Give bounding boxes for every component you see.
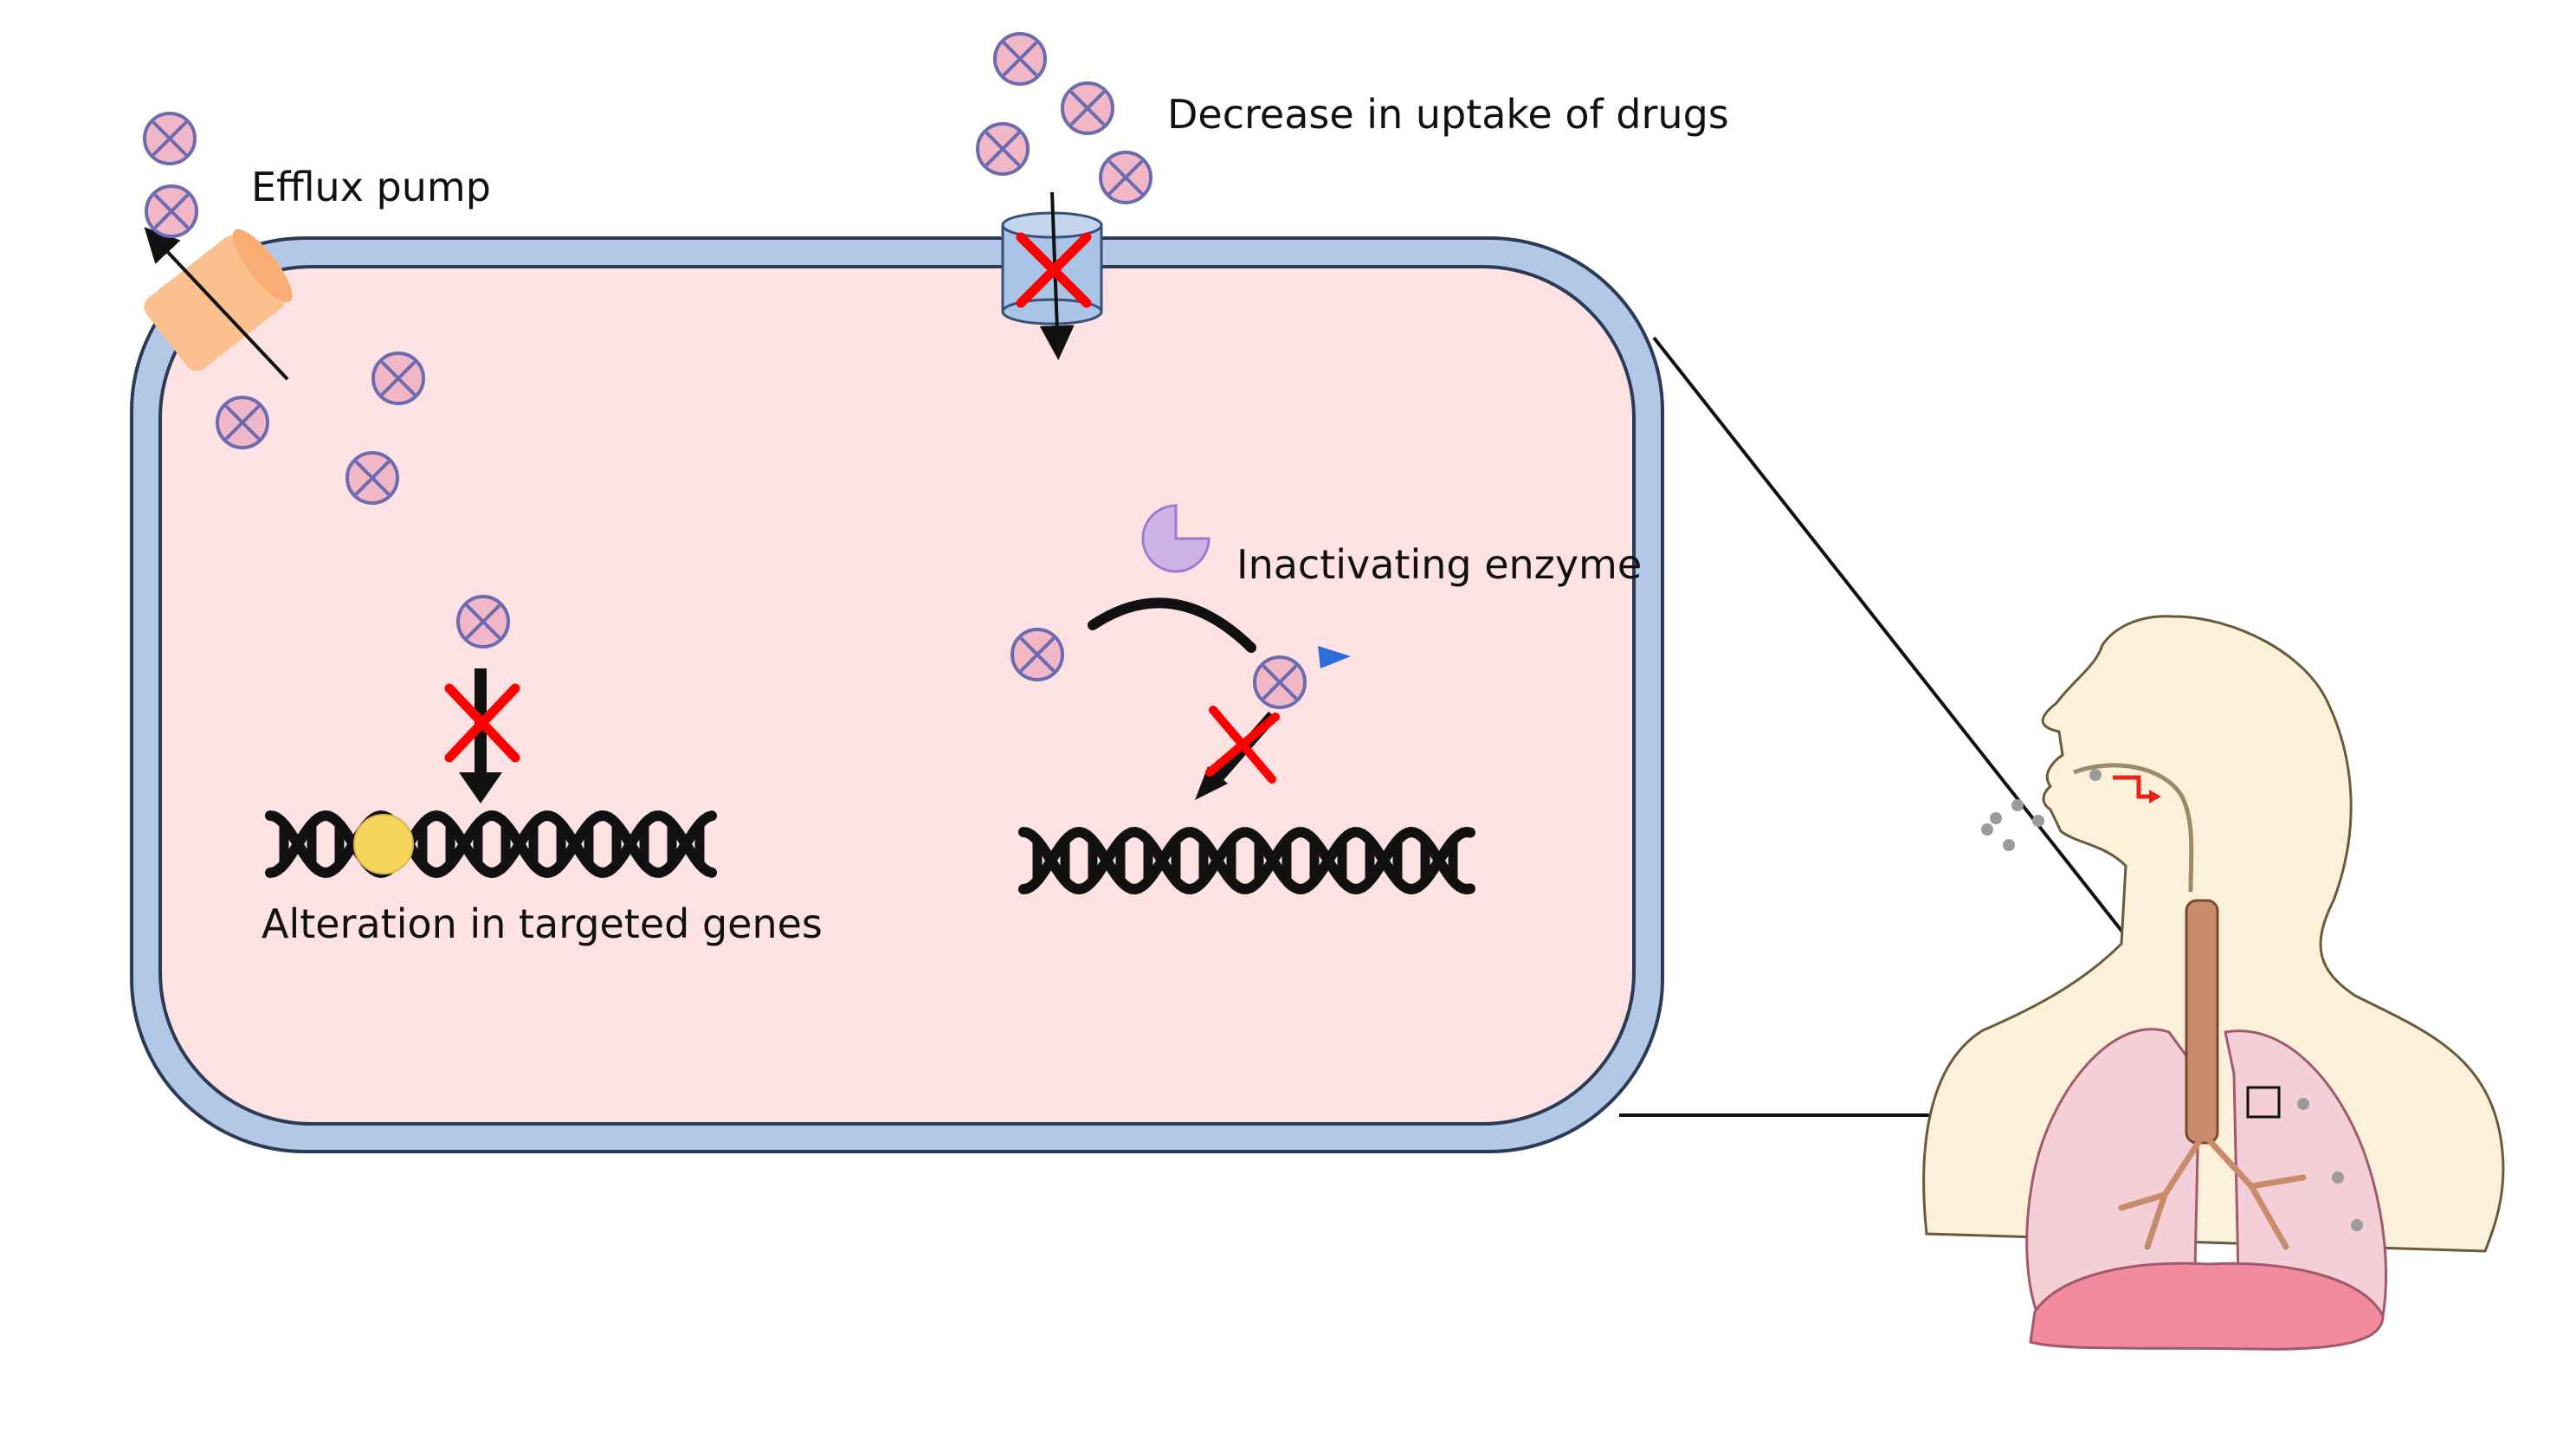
particle-dot <box>1981 823 1993 836</box>
dna-helix-icon <box>1018 826 1475 895</box>
nasal-airway <box>2073 763 2194 893</box>
drug-molecule-icon <box>1061 81 1114 135</box>
block-cross-icon <box>1016 232 1092 308</box>
drug-molecule-icon <box>216 396 269 449</box>
particle-dot <box>2351 1219 2363 1231</box>
block-cross-icon <box>444 683 520 763</box>
particle-dot <box>2003 839 2015 851</box>
inactivating-enzyme-icon <box>1141 504 1211 573</box>
bacterial-cell <box>130 236 1664 1153</box>
enzyme-label: Inactivating enzyme <box>1236 541 1642 588</box>
airborne-particles <box>1981 769 2363 1231</box>
drug-molecules <box>143 32 1307 709</box>
drug-molecule-icon <box>345 451 399 505</box>
human-respiratory-icon <box>1922 615 2505 1351</box>
drug-molecule-icon <box>145 184 198 238</box>
particle-dot <box>2089 769 2101 781</box>
cleaved-product-icon <box>1318 646 1351 668</box>
uptake-label: Decrease in uptake of drugs <box>1167 91 1729 138</box>
zoom-target-box <box>2246 1086 2281 1119</box>
efflux-pump-label: Efflux pump <box>251 164 491 210</box>
trachea <box>2185 899 2219 1145</box>
drug-molecule-icon <box>1010 628 1064 681</box>
efflux-arrow <box>144 227 289 381</box>
infection-path <box>2113 775 2154 799</box>
alteration-label: Alteration in targeted genes <box>261 900 823 947</box>
cell-cytoplasm <box>158 265 1636 1126</box>
diaphragm <box>2029 1262 2385 1351</box>
drug-molecule-icon <box>976 122 1030 176</box>
particle-dot <box>1990 812 2002 824</box>
bronchi <box>2118 1131 2307 1250</box>
particle-dot <box>2011 799 2024 811</box>
drug-molecule-icon <box>993 32 1047 86</box>
drug-molecule-icon <box>1099 151 1152 204</box>
gene-mutation-marker <box>353 814 414 874</box>
particle-dot <box>2297 1098 2309 1110</box>
drug-molecule-icon <box>371 352 425 405</box>
drug-molecule-icon <box>456 595 510 649</box>
drug-molecule-icon <box>1253 655 1307 709</box>
enzyme-reaction-arc <box>1088 597 1256 653</box>
block-cross-icon <box>1205 706 1280 784</box>
drug-molecule-icon <box>143 112 197 165</box>
particle-dot <box>2032 815 2044 827</box>
particle-dot <box>2332 1171 2344 1184</box>
